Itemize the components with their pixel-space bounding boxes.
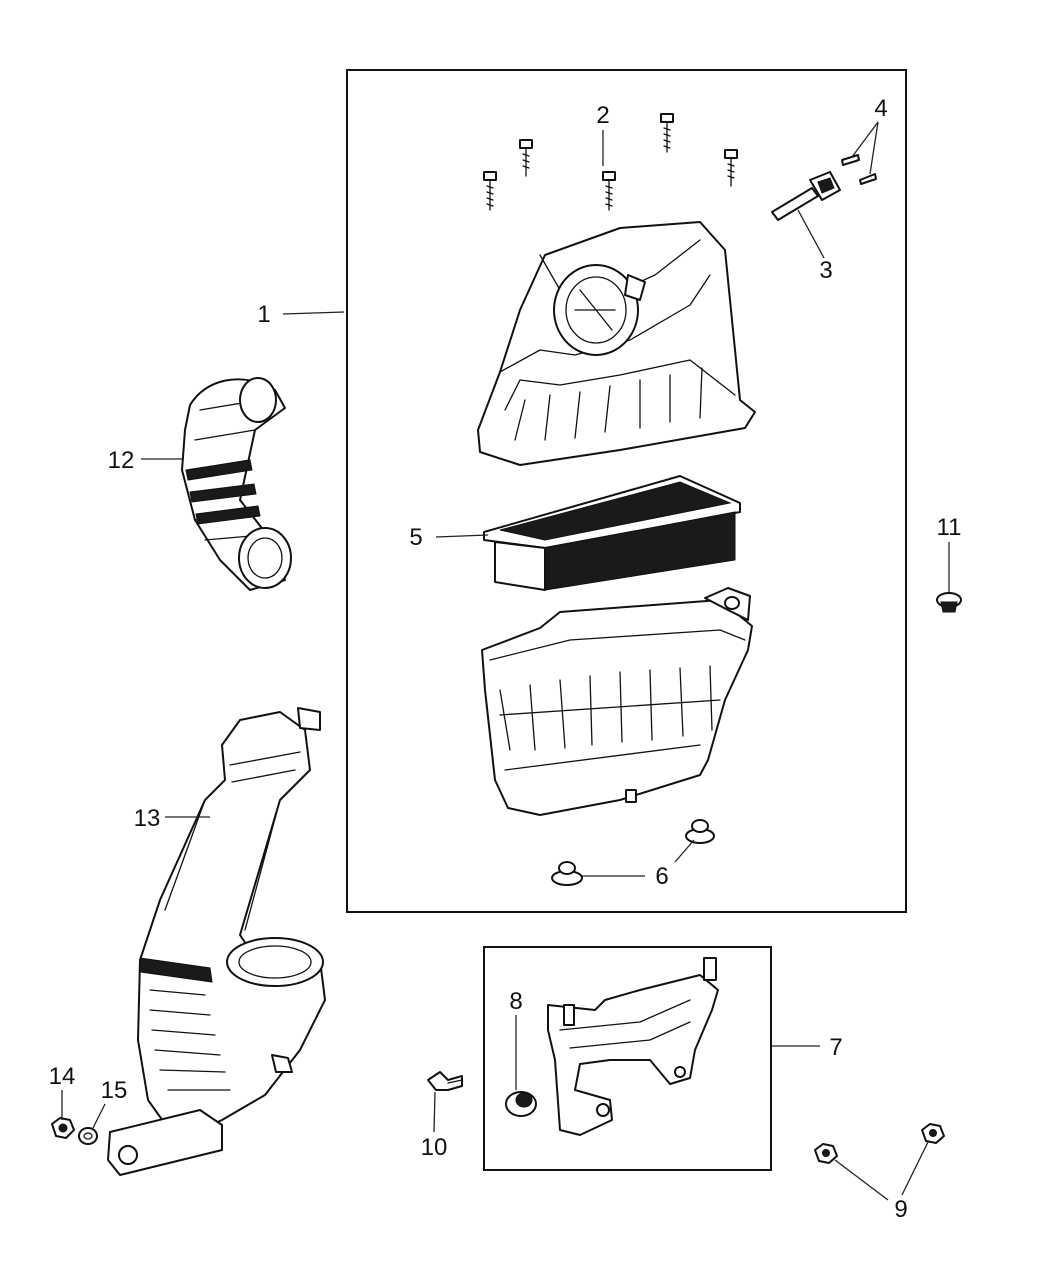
air-filter-part-5 bbox=[483, 475, 741, 591]
callout-5: 5 bbox=[409, 524, 422, 551]
callout-2: 2 bbox=[596, 102, 609, 129]
callout-9: 9 bbox=[894, 1196, 907, 1223]
callout-12: 12 bbox=[108, 447, 135, 474]
nut-part-14 bbox=[51, 1117, 75, 1139]
sensor-part-3 bbox=[771, 171, 841, 221]
intake-duct-part-13 bbox=[107, 707, 326, 1176]
grommet-part-8 bbox=[505, 1091, 537, 1117]
callout-7: 7 bbox=[829, 1034, 842, 1061]
washer-part-15 bbox=[78, 1127, 98, 1145]
callout-4: 4 bbox=[874, 95, 887, 122]
hose-part-12 bbox=[181, 377, 292, 591]
air-cleaner-housing bbox=[481, 587, 753, 816]
callout-14: 14 bbox=[49, 1063, 76, 1090]
grommets-part-6 bbox=[551, 819, 715, 886]
screws-part-2 bbox=[483, 113, 738, 211]
bracket-assembly-frame bbox=[483, 946, 772, 1171]
nuts-part-9 bbox=[814, 1123, 945, 1164]
air-cleaner-cover bbox=[477, 221, 756, 466]
stud-part-10 bbox=[427, 1071, 463, 1091]
grommet-part-11 bbox=[936, 592, 962, 613]
callout-3: 3 bbox=[819, 257, 832, 284]
bracket-part-7 bbox=[547, 957, 719, 1136]
callout-1: 1 bbox=[257, 301, 270, 328]
callout-8: 8 bbox=[509, 988, 522, 1015]
callout-11: 11 bbox=[937, 514, 962, 541]
callout-6: 6 bbox=[655, 863, 668, 890]
callout-15: 15 bbox=[101, 1077, 128, 1104]
callout-13: 13 bbox=[134, 805, 161, 832]
callout-10: 10 bbox=[421, 1134, 448, 1161]
leader-lines bbox=[61, 121, 950, 1201]
air-cleaner-assembly-frame bbox=[346, 69, 907, 913]
